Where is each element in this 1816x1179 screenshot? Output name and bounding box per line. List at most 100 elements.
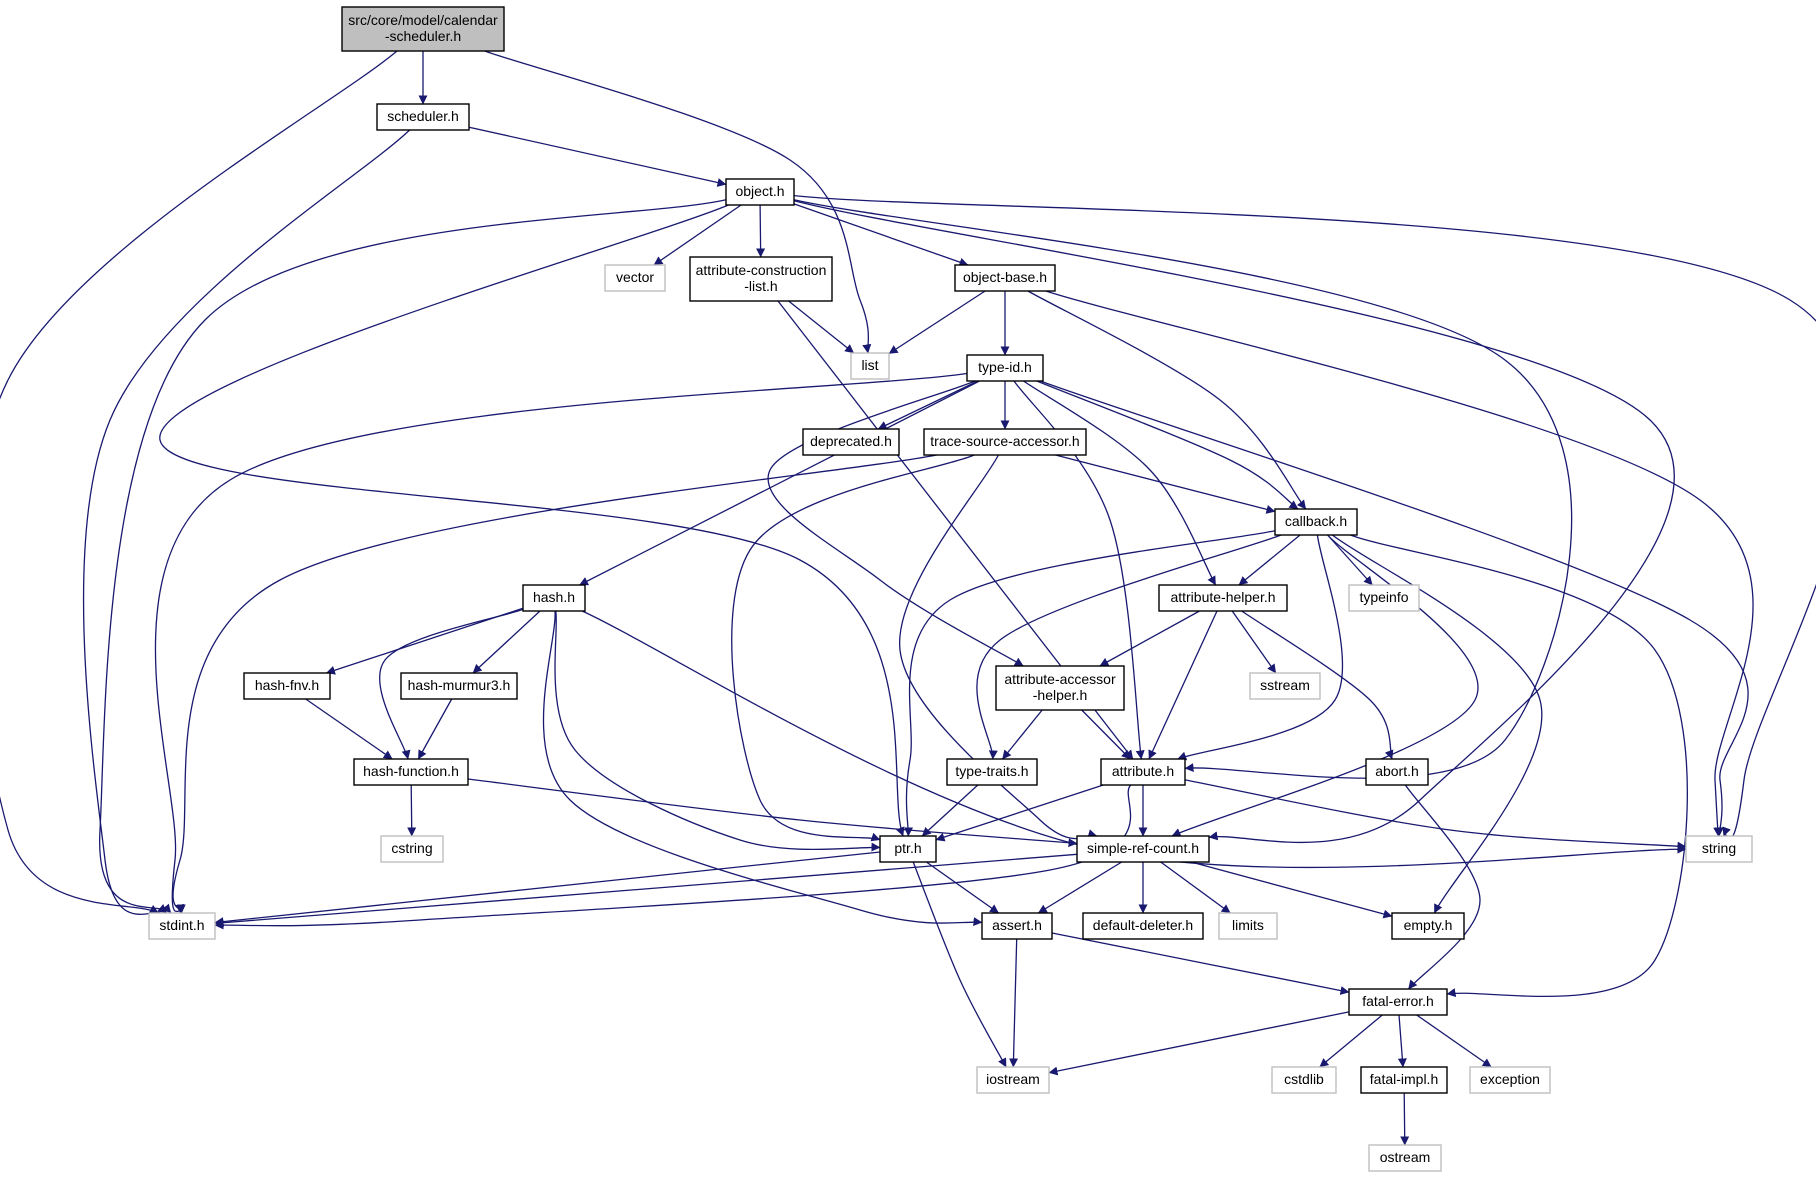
node-box-callback: [1274, 508, 1358, 536]
edge-callback-to-type-traits: [976, 534, 1282, 760]
node-label-empty: empty.h: [1404, 917, 1453, 933]
edge-trace-source-accessor-to-callback: [1055, 454, 1276, 514]
node-limits: limits: [1218, 912, 1278, 940]
node-exception: exception: [1469, 1066, 1551, 1094]
node-attribute-accessor-helper[interactable]: attribute-accessor-helper.h: [995, 665, 1125, 711]
node-scheduler[interactable]: scheduler.h: [376, 103, 470, 131]
edge-simple-ref-count-to-stdint: [214, 853, 1078, 928]
node-list: list: [850, 352, 890, 380]
node-label-cstring: cstring: [391, 840, 432, 856]
node-label-calendar-scheduler-line-1: src/core/model/calendar: [348, 12, 498, 28]
node-label-attribute-helper: attribute-helper.h: [1170, 589, 1275, 605]
node-box-sstream: [1249, 672, 1321, 700]
edge-fatal-error-to-iostream: [1048, 1011, 1350, 1076]
node-ptr[interactable]: ptr.h: [879, 835, 937, 863]
edge-assert-to-iostream: [1009, 938, 1019, 1068]
edge-attribute-helper-to-abort: [1241, 610, 1394, 760]
edge-trace-source-accessor-to-ptr: [731, 454, 975, 842]
node-box-exception: [1469, 1066, 1551, 1094]
edge-hash-to-assert: [542, 610, 983, 927]
edge-type-id-to-string: [1040, 380, 1749, 837]
node-callback[interactable]: callback.h: [1274, 508, 1358, 536]
node-cstdlib: cstdlib: [1271, 1066, 1337, 1094]
node-assert[interactable]: assert.h: [981, 912, 1053, 940]
edge-attribute-to-stdint: [214, 784, 1132, 930]
edge-fatal-error-to-exception: [1416, 1014, 1492, 1068]
edge-object-to-object-base: [793, 203, 969, 267]
node-label-callback: callback.h: [1285, 513, 1347, 529]
node-box-type-traits: [946, 758, 1038, 786]
node-attribute[interactable]: attribute.h: [1100, 758, 1186, 786]
node-label-ostream: ostream: [1380, 1149, 1431, 1165]
node-iostream: iostream: [976, 1066, 1050, 1094]
node-object-base[interactable]: object-base.h: [954, 264, 1056, 292]
node-abort[interactable]: abort.h: [1365, 758, 1429, 786]
node-trace-source-accessor[interactable]: trace-source-accessor.h: [923, 428, 1087, 456]
node-sstream: sstream: [1249, 672, 1321, 700]
edge-object-to-simple-ref-count: [793, 200, 1675, 844]
edge-object-to-attribute: [793, 199, 1573, 779]
node-label-simple-ref-count: simple-ref-count.h: [1087, 840, 1199, 856]
node-deprecated[interactable]: deprecated.h: [802, 428, 900, 456]
edge-hash-fnv-to-hash-function: [305, 698, 393, 760]
edge-attribute-accessor-helper-to-attribute: [1081, 709, 1131, 760]
edge-calendar-scheduler-to-list: [484, 50, 872, 354]
edge-abort-to-fatal-error: [1404, 784, 1481, 990]
node-label-sstream: sstream: [1260, 677, 1310, 693]
edge-trace-source-accessor-to-simple-ref-count: [899, 454, 1098, 840]
node-cstring: cstring: [380, 835, 444, 863]
edge-scheduler-to-object: [468, 126, 727, 187]
node-box-scheduler: [376, 103, 470, 131]
node-hash-fnv[interactable]: hash-fnv.h: [243, 672, 331, 700]
node-label-fatal-impl: fatal-impl.h: [1370, 1071, 1438, 1087]
node-label-list: list: [861, 357, 878, 373]
node-fatal-error[interactable]: fatal-error.h: [1348, 988, 1448, 1016]
node-label-hash-murmur3: hash-murmur3.h: [408, 677, 511, 693]
node-box-object-base: [954, 264, 1056, 292]
node-attribute-construction-list[interactable]: attribute-construction-list.h: [689, 256, 833, 302]
nodes-layer: src/core/model/calendar-scheduler.h sched…: [148, 6, 1753, 1172]
node-hash-function[interactable]: hash-function.h: [353, 758, 469, 786]
edge-callback-to-fatal-error: [1350, 534, 1688, 998]
edge-type-id-to-stdint: [154, 372, 968, 914]
node-box-attribute-construction-list: [689, 256, 833, 302]
edge-hash-function-to-simple-ref-count: [467, 778, 1078, 848]
node-box-abort: [1365, 758, 1429, 786]
node-box-simple-ref-count: [1076, 835, 1210, 863]
edge-object-to-string: [793, 194, 1816, 839]
node-box-assert: [981, 912, 1053, 940]
node-box-vector: [604, 264, 666, 292]
edge-object-to-attribute-construction-list: [756, 204, 766, 258]
node-calendar-scheduler[interactable]: src/core/model/calendar-scheduler.h: [341, 6, 505, 52]
node-type-id[interactable]: type-id.h: [966, 354, 1044, 382]
edge-callback-to-ptr: [903, 530, 1276, 837]
edge-type-id-to-attribute-accessor-helper: [767, 380, 1024, 667]
edges-layer: [0, 50, 1816, 1146]
node-object[interactable]: object.h: [725, 178, 795, 206]
edge-ptr-to-iostream: [912, 861, 1007, 1068]
node-label-iostream: iostream: [986, 1071, 1040, 1087]
node-ostream: ostream: [1368, 1144, 1442, 1172]
edge-type-id-to-callback: [1036, 380, 1299, 510]
node-fatal-impl[interactable]: fatal-impl.h: [1360, 1066, 1448, 1094]
edge-object-base-to-string: [1045, 290, 1754, 837]
node-simple-ref-count[interactable]: simple-ref-count.h: [1076, 835, 1210, 863]
edge-type-traits-to-ptr: [921, 784, 979, 837]
node-empty[interactable]: empty.h: [1391, 912, 1465, 940]
node-box-stdint: [148, 912, 216, 940]
node-box-attribute: [1100, 758, 1186, 786]
node-hash-murmur3[interactable]: hash-murmur3.h: [400, 672, 518, 700]
edge-fatal-error-to-cstdlib: [1319, 1014, 1383, 1068]
node-box-attribute-helper: [1158, 584, 1288, 612]
edge-object-to-stdint: [99, 199, 727, 914]
node-attribute-helper[interactable]: attribute-helper.h: [1158, 584, 1288, 612]
node-label-object-base: object-base.h: [963, 269, 1047, 285]
node-default-deleter[interactable]: default-deleter.h: [1082, 912, 1204, 940]
node-typeinfo: typeinfo: [1348, 584, 1420, 612]
edge-attribute-accessor-helper-to-type-traits: [1001, 709, 1043, 760]
edge-callback-to-attribute-helper: [1238, 534, 1301, 586]
node-hash[interactable]: hash.h: [522, 584, 586, 612]
node-label-hash: hash.h: [533, 589, 575, 605]
edge-attribute-to-string: [1184, 779, 1687, 851]
node-type-traits[interactable]: type-traits.h: [946, 758, 1038, 786]
